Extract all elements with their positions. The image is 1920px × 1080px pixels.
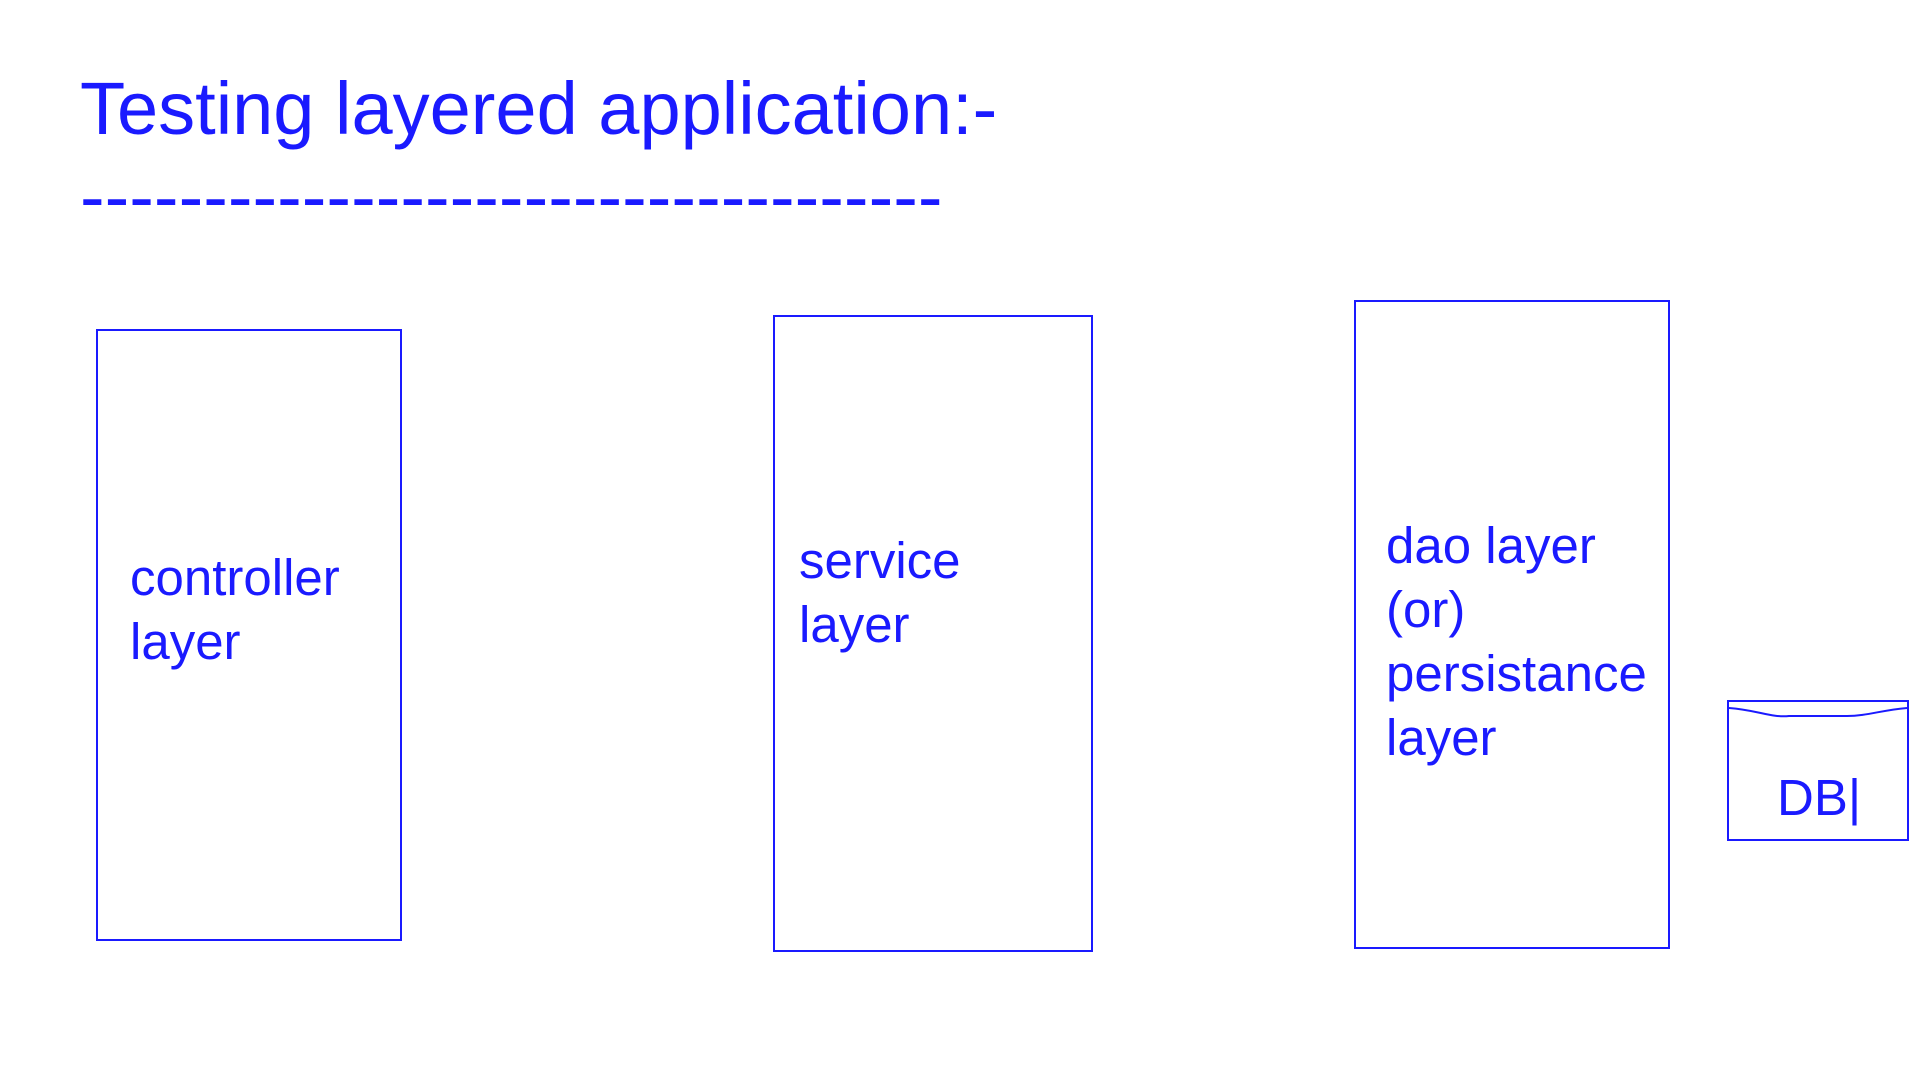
controller-layer-label: controller layer [130, 546, 340, 674]
service-layer-box: service layer [773, 315, 1093, 952]
dao-layer-label: dao layer (or) persistance layer [1386, 514, 1647, 770]
label-line: layer [1386, 709, 1497, 766]
database-box: DB| [1727, 700, 1909, 841]
label-line: service [799, 532, 961, 589]
label-line: layer [130, 613, 241, 670]
label-line: controller [130, 549, 340, 606]
service-layer-label: service layer [799, 529, 961, 657]
title-underline: ----------------------------------- [80, 155, 943, 238]
controller-layer-box: controller layer [96, 329, 402, 941]
label-line: dao layer [1386, 517, 1596, 574]
label-line: layer [799, 596, 910, 653]
label-line: (or) [1386, 581, 1466, 638]
page-title: Testing layered application:- [80, 67, 998, 150]
database-top-curve [1728, 707, 1908, 718]
dao-layer-box: dao layer (or) persistance layer [1354, 300, 1670, 949]
label-line: persistance [1386, 645, 1647, 702]
database-label: DB| [1777, 769, 1862, 826]
